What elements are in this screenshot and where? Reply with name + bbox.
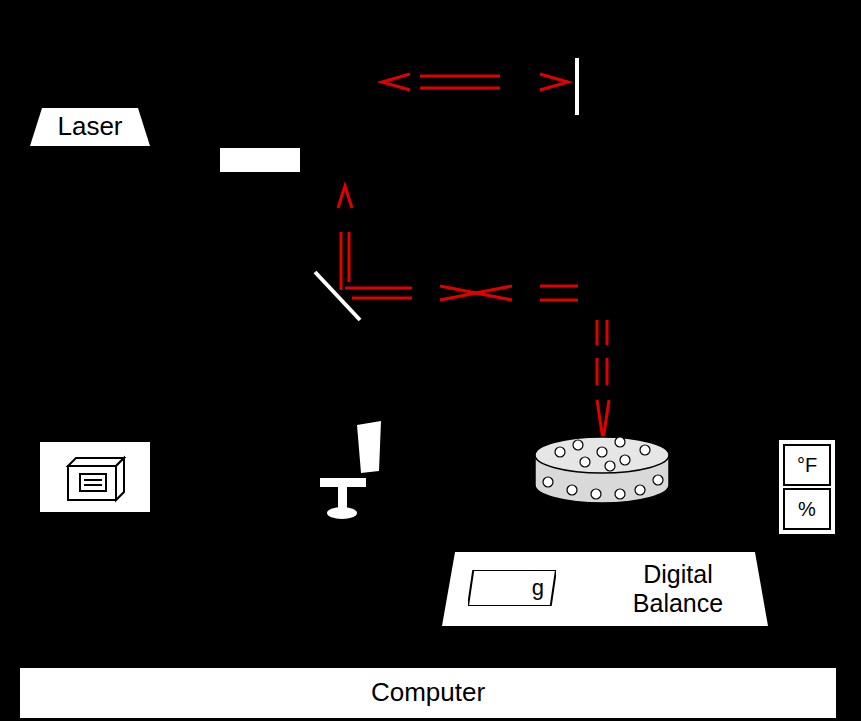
node-label: Laser: [57, 112, 122, 142]
data-logger: [40, 442, 150, 512]
reading-unit: °F: [783, 444, 831, 486]
balance-box: Digital Balance g: [442, 552, 768, 626]
sample-dish: [535, 437, 669, 503]
node-label: g: [532, 575, 544, 600]
laser-box: Laser: [30, 108, 150, 146]
reading-unit: %: [783, 488, 831, 530]
laser-beam: [338, 74, 609, 440]
computer-bar: Computer: [20, 668, 836, 718]
node-label: Digital Balance: [603, 560, 753, 618]
detector-stand: [320, 421, 381, 519]
optic-block: [220, 148, 300, 172]
end-mirror: [575, 58, 579, 115]
diagonal-mirror: [315, 272, 360, 320]
thermo-hygrometer: °F%: [779, 440, 835, 534]
balance-display: g: [468, 570, 556, 606]
node-label: Computer: [371, 678, 485, 708]
